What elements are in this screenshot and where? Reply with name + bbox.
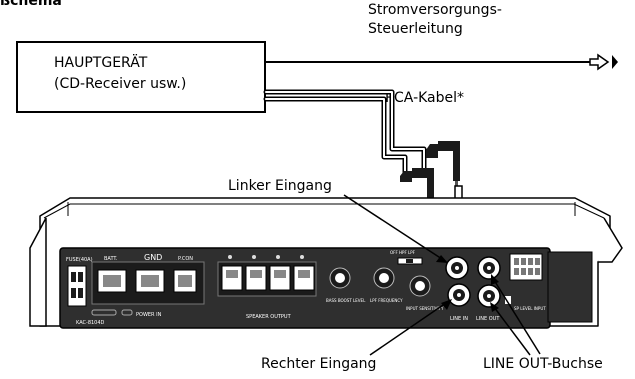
input-sensitivity-text: INPUT SENSITIVITY — [406, 306, 444, 311]
lpf-text: LPF FREQUENCY — [370, 298, 403, 303]
power-control-label-line1: Stromversorgungs- — [368, 2, 502, 18]
amplifier-chassis — [29, 197, 623, 327]
rca-cable-label: RCA-Kabel* — [385, 90, 465, 106]
rca-plug-right — [426, 141, 460, 189]
speaker-output-text: SPEAKER OUTPUT — [246, 314, 292, 320]
line-out-jack-label: LINE OUT-Buchse — [483, 356, 603, 372]
sp-level-input-connector: SP LEVEL INPUT — [505, 253, 546, 311]
head-unit-label-line2: (CD-Receiver usw.) — [54, 76, 187, 92]
head-unit-box: HAUPTGERÄT (CD-Receiver usw.) — [16, 41, 266, 113]
line-out-pointer-lower — [490, 302, 531, 356]
pcon-text: P.CON — [178, 256, 193, 262]
line-out-pointer-upper — [491, 274, 541, 355]
input-sensitivity-knob: INPUT SENSITIVITY — [406, 275, 444, 311]
line-out-text: LINE OUT — [476, 316, 500, 322]
fuse-block: FUSE(40A) — [66, 257, 93, 307]
sp-level-input-text: SP LEVEL INPUT — [514, 306, 546, 311]
bass-boost-knob: BASS BOOST LEVEL — [326, 267, 366, 303]
speaker-output-terminals: SPEAKER OUTPUT — [217, 255, 317, 320]
batt-text: BATT. — [104, 256, 118, 262]
arrow-right-icon — [588, 53, 618, 71]
power-in-text: POWER IN — [136, 312, 162, 318]
left-input-label: Linker Eingang — [228, 178, 332, 194]
diagram-heading: ßchema — [0, 0, 62, 9]
rca-plug-left — [400, 168, 434, 210]
line-out-jacks: LINE OUT — [476, 256, 501, 322]
amplifier-panel: FUSE(40A) BATT. GND P.CON POWER IN KAC-8… — [59, 247, 593, 329]
line-in-jacks: LINE IN — [445, 256, 471, 322]
right-input-label: Rechter Eingang — [261, 356, 377, 372]
fuse-text: FUSE(40A) — [66, 257, 93, 263]
bass-boost-text: BASS BOOST LEVEL — [326, 298, 366, 303]
power-terminals: BATT. GND P.CON POWER IN — [91, 253, 205, 318]
rca-leads-down — [428, 185, 463, 261]
head-unit-label-line1: HAUPTGERÄT — [54, 55, 148, 71]
line-in-text: LINE IN — [450, 316, 468, 322]
left-input-pointer — [343, 194, 448, 263]
filter-switch-text: OFF HPF LPF — [390, 250, 416, 255]
model-text: KAC-8104D — [76, 320, 105, 326]
gnd-text: GND — [144, 253, 162, 262]
filter-switch: OFF HPF LPF — [390, 250, 423, 265]
lpf-knob: LPF FREQUENCY — [370, 267, 403, 303]
right-input-pointer — [369, 299, 452, 356]
power-control-label-line2: Steuerleitung — [368, 21, 463, 37]
